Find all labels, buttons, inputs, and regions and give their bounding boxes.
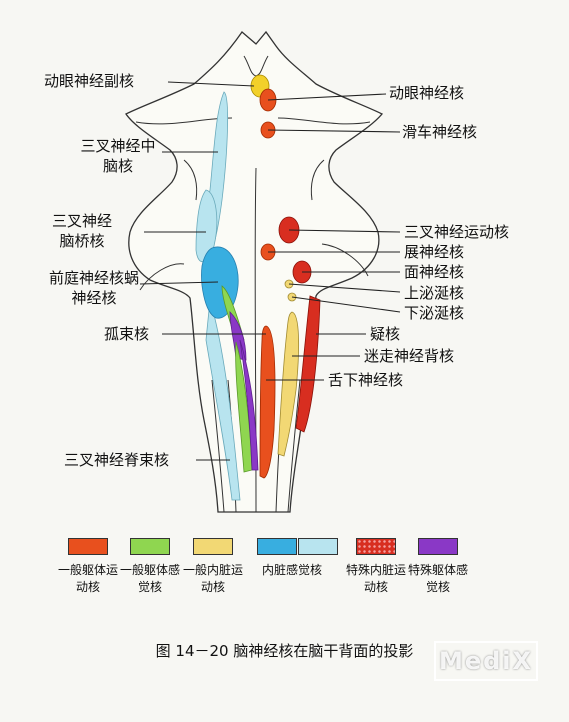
legend-swatch [130,538,170,555]
legend-swatch [356,538,396,555]
legend-swatch [418,538,458,555]
pons-line [277,117,371,125]
label-dorsal-vagal-nucleus: 迷走神经背核 [364,347,455,365]
legend-swatch-light [298,538,338,555]
cuneate-fasciculus [287,379,301,513]
cerebellar-peduncle-line [139,263,185,291]
legend-text: 特殊躯体感觉核 [407,563,468,594]
leader-line [288,229,401,233]
legend-swatch [68,538,108,555]
legend-text: 一般躯体感觉核 [119,563,180,594]
nucleus-ambiguus [295,295,321,433]
leader-line [267,129,401,133]
label-trigeminal-pontine-nucleus: 三叉神经脑桥核 [51,212,112,250]
label-superior-salivatory-nucleus: 上泌涎核 [404,284,465,302]
label-abducens-nucleus: 展神经核 [404,243,465,261]
label-nucleus-ambiguus: 疑核 [370,325,401,343]
legend-text: 一般内脏运动核 [182,563,243,594]
label-trigeminal-motor-nucleus: 三叉神经运动核 [404,223,510,241]
label-inferior-salivatory-nucleus: 下泌涎核 [404,304,465,322]
dorsal-vagal-nucleus [277,311,300,457]
label-vestibular-cochlear-nuclei: 前庭神经核蜗神经核 [48,269,139,307]
cuneate-fasciculus [211,379,225,513]
legend-text: 一般躯体运动核 [57,563,118,594]
leader-line [139,281,219,285]
label-oculomotor-nucleus: 动眼神经核 [389,84,465,102]
label-hypoglossal-nucleus: 舌下神经核 [328,371,404,389]
legend-text: 特殊内脏运动核 [345,563,406,594]
leader-line [167,81,255,87]
leader-line [267,93,387,101]
peduncle-line [183,159,198,201]
label-spinal-trigeminal-nucleus: 三叉神经脊束核 [64,451,170,469]
label-trigeminal-mesencephalic-nucleus: 三叉神经中脑核 [80,137,156,175]
label-solitary-nucleus: 孤束核 [104,325,150,343]
legend-text: 内脏感觉核 [261,563,322,577]
figure-caption: 图 14－20 脑神经核在脑干背面的投影 [155,642,414,660]
label-accessory-oculomotor-nucleus: 动眼神经副核 [44,72,135,90]
label-trochlear-nucleus: 滑车神经核 [402,123,478,141]
peduncle-line [310,159,325,201]
watermark-logo: MediX [434,641,538,681]
leader-line [291,296,401,313]
visceral-afferent-column [239,339,259,471]
spinal-trigeminal-nucleus [205,299,241,501]
leader-line [288,283,401,293]
leader-lines [139,81,401,461]
legend-swatch [257,538,297,555]
general-somatic-sensory-column [235,341,253,473]
hypoglossal-nucleus [259,325,276,479]
legend-swatch [193,538,233,555]
label-facial-nucleus: 面神经核 [404,263,465,281]
